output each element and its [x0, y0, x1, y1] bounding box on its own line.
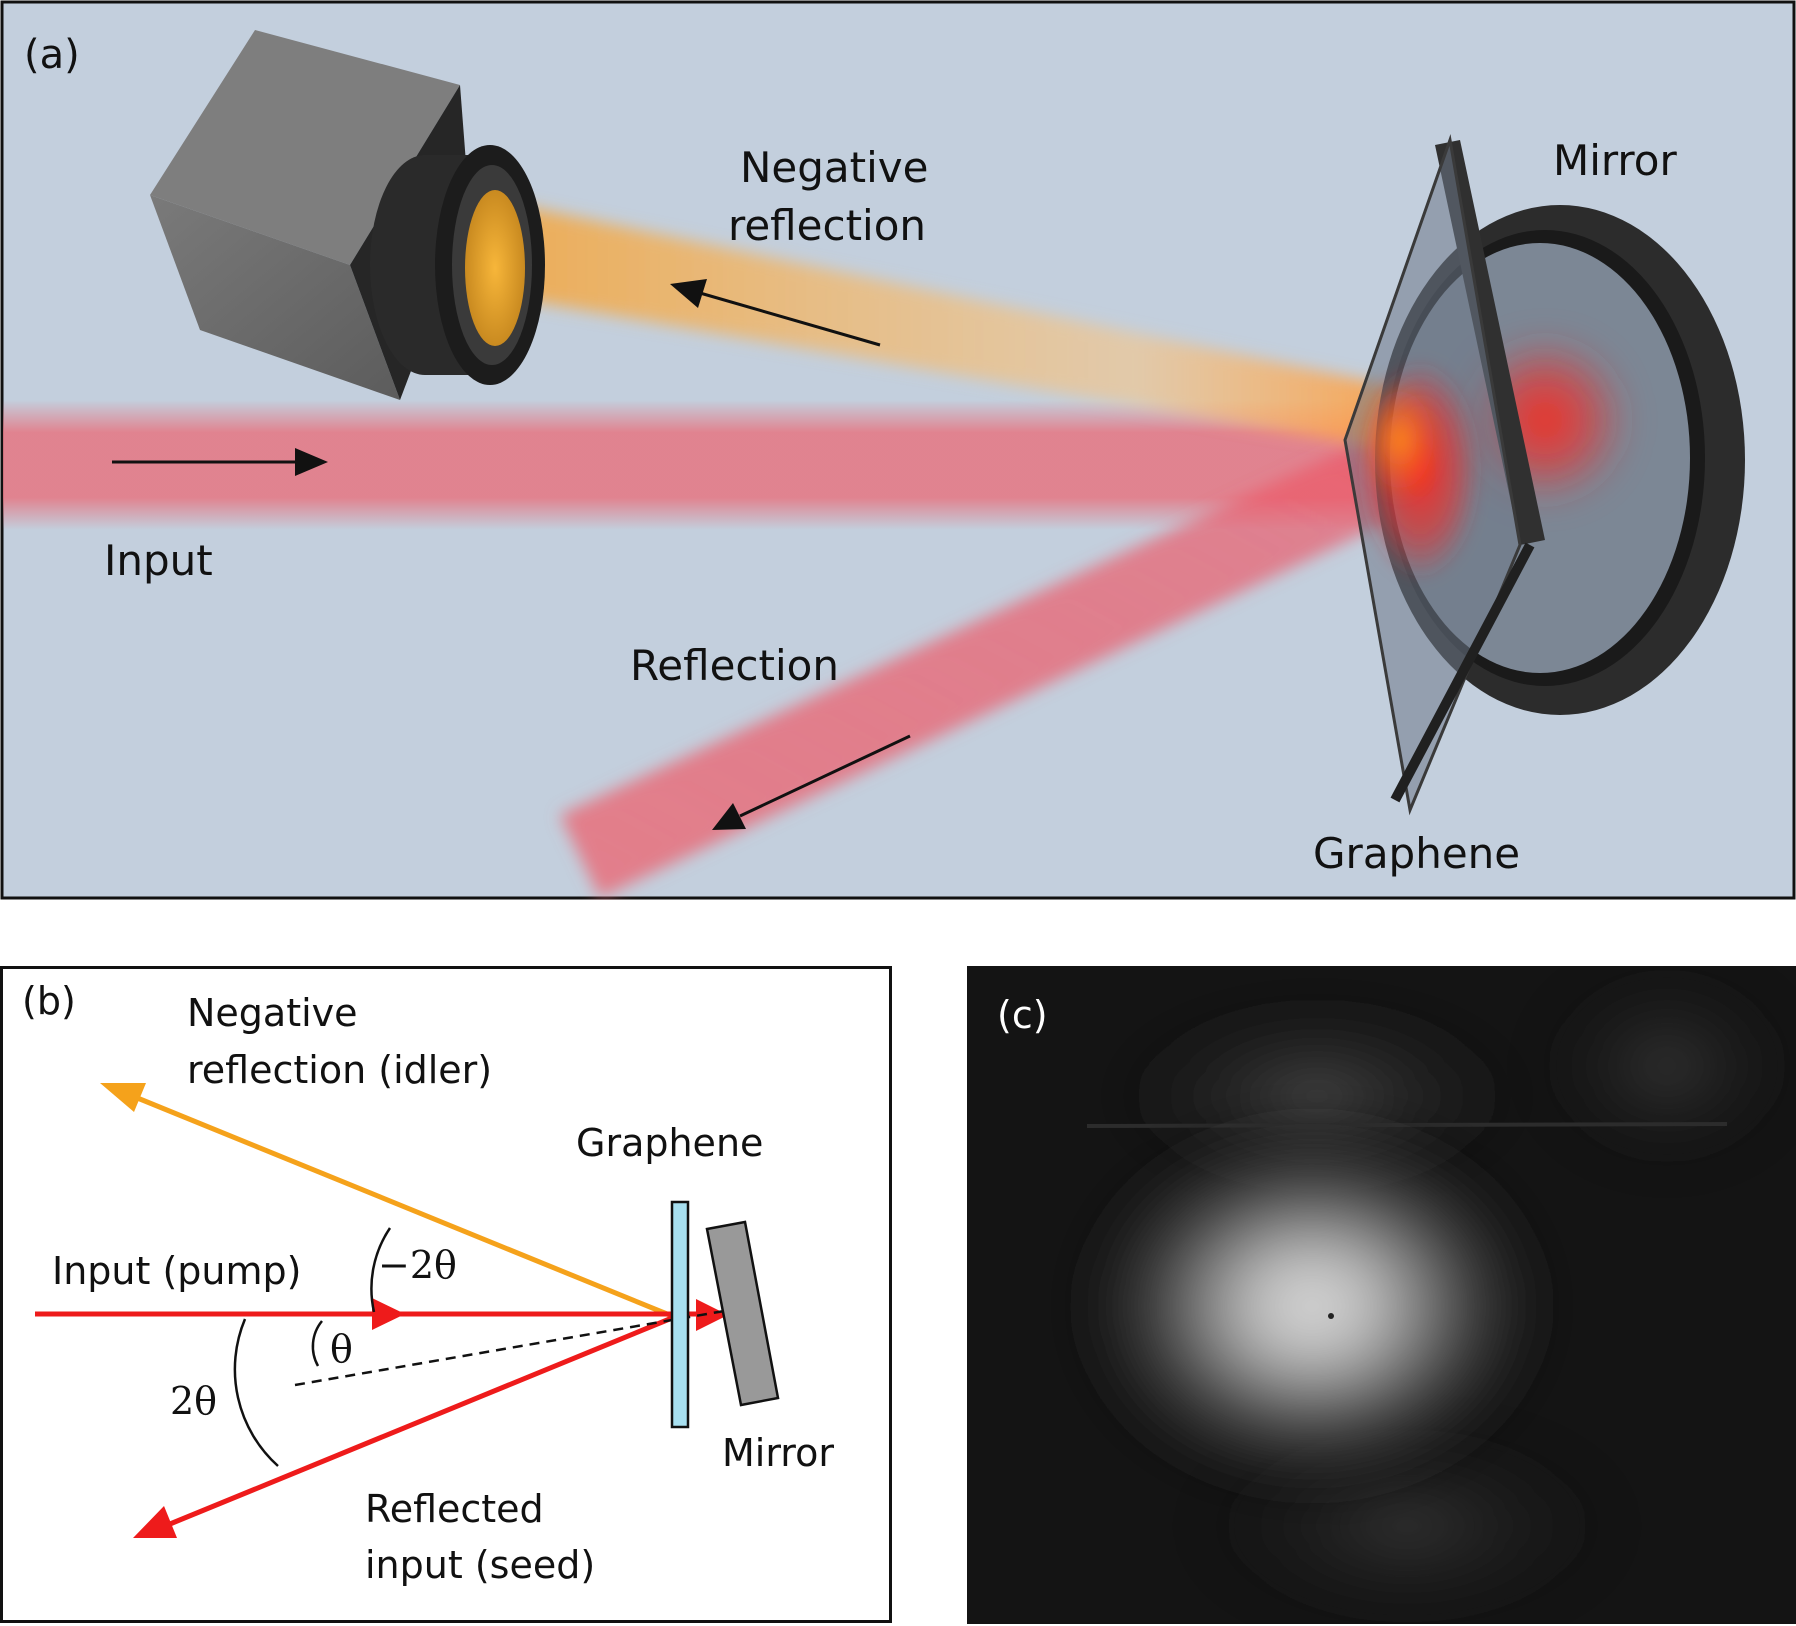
arrow-negative-reflection — [670, 279, 881, 347]
arrow-input — [112, 448, 328, 476]
panel-b-label: (b) — [22, 979, 76, 1023]
camera-lens — [465, 190, 525, 346]
input-label: Input — [104, 536, 213, 585]
arc-theta — [311, 1320, 323, 1367]
input-beam — [3, 400, 1393, 530]
negative-reflection-label-line2: reflection — [728, 201, 926, 250]
surface-normal-dashed — [294, 1308, 731, 1387]
panel-a-svg: (a) Negative reflection Mirror Input Ref… — [0, 0, 1796, 900]
panel-b-schematic: (b) Negative reflection (idler) Graphene… — [0, 966, 892, 1626]
mirror-label-b: Mirror — [722, 1431, 834, 1475]
idler-label-line2: reflection (idler) — [187, 1048, 492, 1092]
panel-a-3d-illustration: (a) Negative reflection Mirror Input Ref… — [0, 0, 1796, 900]
graphene-label: Graphene — [1313, 829, 1520, 878]
graphene-sheet — [1343, 134, 1545, 816]
negative-reflection-beam — [470, 195, 1420, 455]
seed-label-line2: input (seed) — [365, 1543, 595, 1587]
mirror-label: Mirror — [1553, 136, 1677, 185]
two-theta-label: 2θ — [170, 1379, 217, 1423]
seed-label-line1: Reflected — [365, 1487, 544, 1531]
panel-a-label: (a) — [24, 32, 80, 78]
panel-b-svg: (b) Negative reflection (idler) Graphene… — [0, 966, 892, 1623]
mirror-slab — [705, 1220, 780, 1407]
arrow-reflection — [712, 734, 911, 830]
minus-two-theta-label: −2θ — [378, 1243, 457, 1287]
graphene-slab — [670, 1200, 690, 1429]
pump-arrow-mid — [372, 1298, 405, 1330]
dust-speck — [1328, 1313, 1334, 1319]
reflection-beam — [560, 410, 1465, 898]
pump-beam — [35, 1298, 728, 1331]
panel-c-svg: (c) — [967, 966, 1796, 1624]
graphene-label-b: Graphene — [576, 1121, 763, 1165]
pump-arrow-end — [696, 1299, 728, 1331]
panel-c-label: (c) — [997, 993, 1048, 1037]
idler-label-line1: Negative — [187, 991, 358, 1035]
pump-label: Input (pump) — [52, 1249, 301, 1293]
arc-minus-two-theta — [370, 1227, 392, 1313]
panel-c-camera-image: (c) — [967, 966, 1796, 1624]
theta-label: θ — [330, 1327, 353, 1371]
camera — [150, 30, 545, 400]
idler-beam — [100, 1083, 673, 1319]
arc-two-theta — [233, 1318, 279, 1467]
idler-spot — [1062, 1106, 1562, 1506]
reflection-label: Reflection — [630, 641, 839, 690]
negative-reflection-label-line1: Negative — [740, 143, 929, 192]
seed-beam — [133, 1315, 673, 1538]
